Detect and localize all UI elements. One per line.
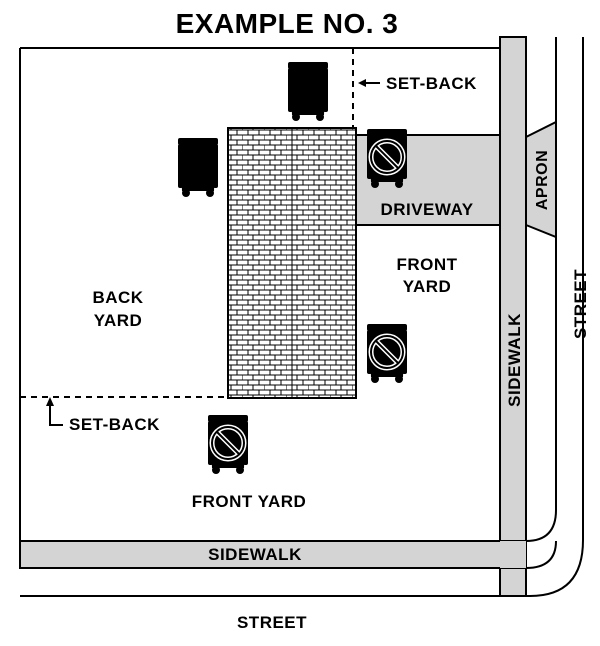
trash-cart-icon <box>367 324 407 383</box>
diagram-title: EXAMPLE NO. 3 <box>176 8 399 39</box>
back-yard-label-1: BACK <box>92 288 143 307</box>
front-yard-right-label-2: YARD <box>403 277 452 296</box>
front-yard-bottom-label: FRONT YARD <box>192 492 307 511</box>
sidewalk-vertical-label: SIDEWALK <box>505 313 524 407</box>
trash-cart-icon <box>208 415 248 474</box>
driveway-label: DRIVEWAY <box>380 200 473 219</box>
street-right-label: STREET <box>571 269 590 339</box>
setback-leader-icon <box>49 400 63 426</box>
back-yard-label-2: YARD <box>94 311 143 330</box>
setback-top-label: SET-BACK <box>386 74 477 93</box>
front-yard-right-label-1: FRONT <box>396 255 457 274</box>
street-curb-outline <box>20 37 584 597</box>
trash-cart-icon <box>288 62 328 121</box>
sidewalk-horizontal-label: SIDEWALK <box>208 545 302 564</box>
street-bottom-label: STREET <box>237 613 307 632</box>
lot-outline <box>19 47 500 541</box>
setback-left-label: SET-BACK <box>69 415 160 434</box>
trash-cart-icon <box>367 129 407 188</box>
trash-cart-icon <box>178 138 218 197</box>
apron-label: APRON <box>534 150 551 210</box>
sidewalk-vertical <box>499 36 527 597</box>
apron <box>525 120 557 239</box>
